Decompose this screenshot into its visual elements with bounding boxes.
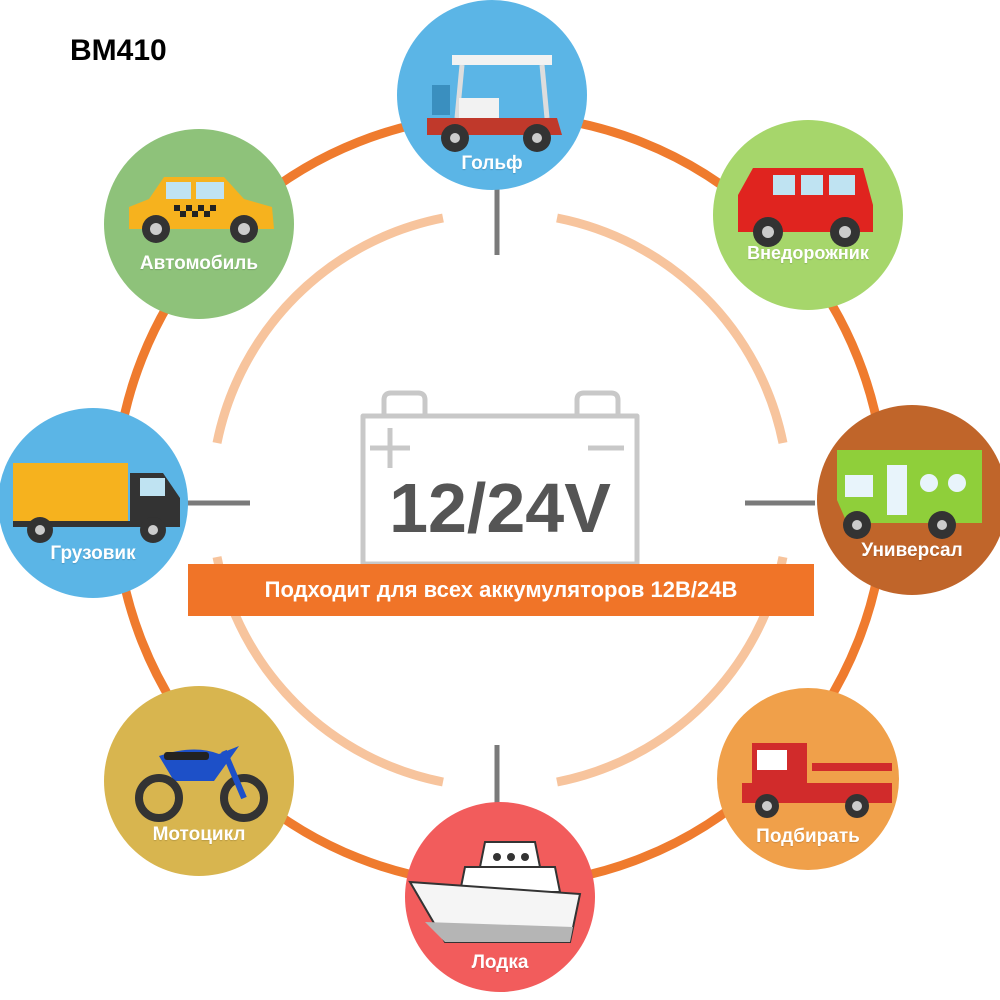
vehicle-camper: Универсал — [817, 405, 1000, 595]
vehicle-motorcycle: Мотоцикл — [104, 686, 294, 876]
vehicle-label-motorcycle: Мотоцикл — [152, 824, 246, 845]
vehicle-label-pickup: Подбирать — [756, 826, 860, 847]
motorcycle-icon — [135, 746, 268, 822]
vehicle-label-suv: Внедорожник — [747, 243, 869, 263]
compatibility-banner: Подходит для всех аккумуляторов 12В/24В — [188, 564, 814, 616]
battery-outline-icon — [360, 390, 640, 567]
camper-van-icon — [837, 450, 982, 539]
truck-icon — [13, 463, 180, 543]
connectors — [185, 185, 815, 810]
golf-cart-icon — [427, 55, 562, 152]
voltage-label: 12/24V — [389, 469, 611, 547]
vehicle-suv: Внедорожник — [713, 120, 903, 310]
taxi-icon — [129, 177, 274, 243]
vehicle-boat: Лодка — [405, 802, 595, 992]
vehicle-label-truck: Грузовик — [50, 543, 136, 564]
vehicle-taxi: Автомобиль — [104, 129, 294, 319]
vehicle-pickup: Подбирать — [717, 688, 899, 870]
vehicle-truck: Грузовик — [0, 408, 188, 598]
suv-icon — [738, 168, 873, 247]
vehicle-label-golf: Гольф — [461, 153, 523, 174]
boat-icon — [408, 841, 582, 943]
model-name: BM410 — [70, 34, 167, 67]
vehicle-label-boat: Лодка — [471, 952, 529, 973]
vehicle-golf: Гольф — [397, 0, 587, 190]
vehicle-label-taxi: Автомобиль — [139, 253, 259, 274]
pickup-truck-icon — [742, 743, 892, 818]
vehicle-label-camper: Универсал — [861, 540, 963, 561]
